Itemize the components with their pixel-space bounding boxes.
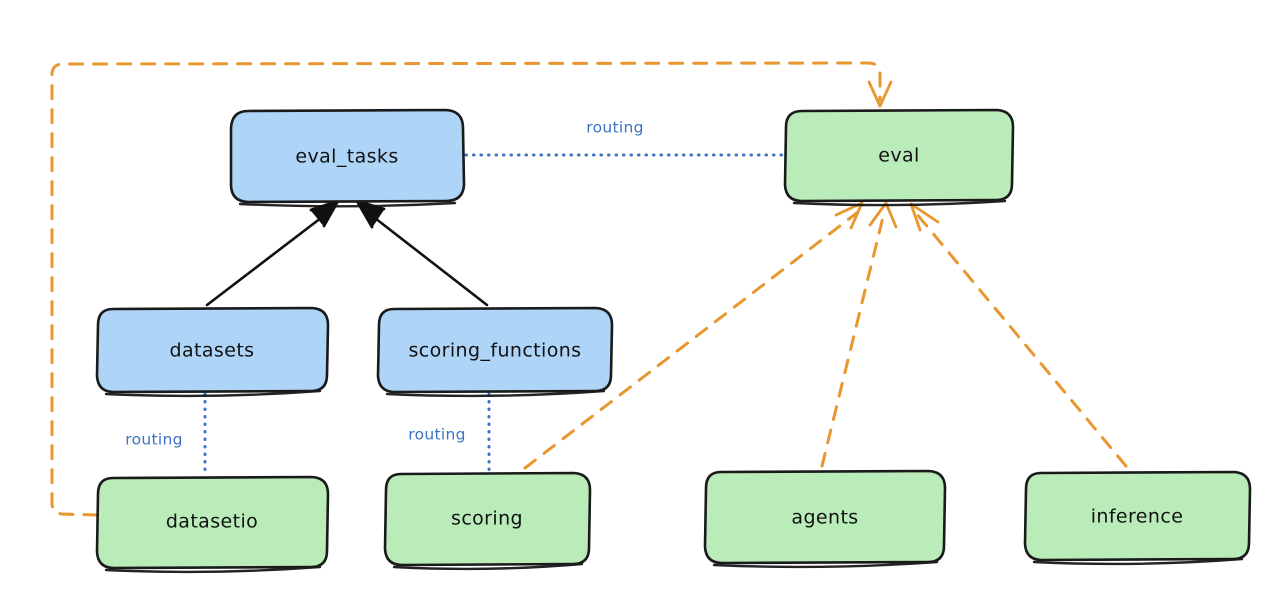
edge-inference-to-eval [909, 202, 1128, 468]
node-eval-shadow [792, 199, 1007, 207]
node-agents-shadow [712, 560, 939, 569]
edge-label-routing-datasets-datasetio: routing [125, 431, 183, 449]
edge-path-scoring-functions-eval-tasks [360, 206, 489, 307]
node-datasets-shape [95, 306, 330, 394]
node-scoring-label: scoring [451, 508, 523, 530]
edge-label-routing-scoring-functions-scoring: routing [408, 426, 466, 444]
edge-agents-to-eval [820, 201, 898, 468]
node-datasets-shadow [104, 389, 322, 398]
edge-path-agents-eval [820, 211, 886, 468]
node-datasetio-shape [95, 475, 330, 570]
edge-path-scoring-eval [523, 210, 860, 470]
node-eval-shape [783, 108, 1015, 203]
node-eval-tasks[interactable]: eval_tasks [229, 108, 466, 208]
node-scoring-functions-label: scoring_functions [409, 340, 582, 362]
node-scoring-functions-shape [376, 306, 614, 394]
edge-scoring-functions-to-eval-tasks [355, 199, 489, 307]
node-inference-shadow [1032, 557, 1244, 566]
node-eval[interactable]: eval [783, 108, 1015, 207]
node-agents[interactable]: agents [703, 469, 947, 569]
edge-datasetio-to-eval [50, 61, 893, 517]
edge-path-inference-eval [914, 211, 1128, 468]
node-scoring[interactable]: scoring [383, 471, 592, 571]
arrowhead-inference-eval [909, 202, 940, 232]
node-eval-tasks-label: eval_tasks [295, 146, 398, 168]
node-scoring-shadow [392, 562, 584, 571]
node-agents-label: agents [791, 507, 858, 529]
node-datasetio-label: datasetio [166, 511, 258, 533]
node-scoring-shape [383, 471, 592, 567]
node-eval-tasks-shape [229, 108, 466, 204]
node-datasetio-shadow [104, 565, 322, 574]
node-scoring-functions[interactable]: scoring_functions [376, 306, 614, 398]
arrowhead-datasetio-eval [867, 80, 893, 108]
edge-path-datasets-eval-tasks [205, 206, 336, 307]
edge-label-routing-eval-tasks-eval: routing [586, 119, 644, 137]
node-datasets-label: datasets [170, 340, 255, 362]
nodes-layer: eval_tasks eval datasets scoring_functio… [95, 108, 1252, 574]
edge-labels-layer: routing routing routing [125, 119, 644, 449]
edge-datasets-to-eval-tasks [205, 199, 340, 307]
edge-path-datasetio-eval [50, 61, 882, 517]
node-inference[interactable]: inference [1023, 470, 1252, 566]
node-eval-tasks-shadow [238, 201, 457, 208]
arrowhead-scoring-eval [834, 201, 864, 230]
node-inference-label: inference [1091, 506, 1184, 528]
node-eval-label: eval [878, 145, 919, 167]
node-datasets[interactable]: datasets [95, 306, 330, 398]
node-agents-shape [703, 469, 947, 565]
arrowhead-agents-eval [868, 201, 898, 229]
node-datasetio[interactable]: datasetio [95, 475, 330, 574]
node-scoring-functions-shadow [385, 389, 606, 398]
node-inference-shape [1023, 470, 1252, 562]
edge-scoring-to-eval [523, 201, 864, 470]
